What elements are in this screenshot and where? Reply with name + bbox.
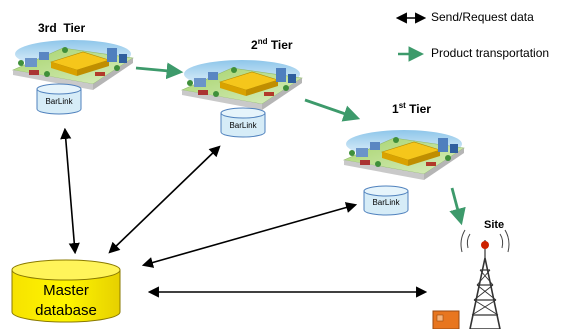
- legend: [395, 12, 427, 62]
- master-database-line1: Master: [43, 282, 89, 299]
- barlink-label-tier3: BarLink: [45, 97, 73, 106]
- barlink-db-tier1: [363, 185, 409, 216]
- first-tier-factory: [343, 129, 465, 181]
- product-transport-arrows: [135, 62, 466, 226]
- barlink-db-tier3: [36, 83, 82, 115]
- data-arrows: [60, 127, 428, 298]
- legend-product-transport-label: Product transportation: [431, 46, 550, 60]
- transport-arrow-tier3-to-tier2: [135, 62, 184, 80]
- first-tier-number: 1: [392, 102, 399, 116]
- barlink-label-tier2: BarLink: [229, 121, 257, 130]
- legend-send-request-label: Send/Request data: [431, 10, 534, 24]
- first-tier-word: Tier: [409, 102, 431, 116]
- transport-arrow-tier2-to-tier1: [304, 98, 361, 122]
- second-tier-suffix: nd: [257, 37, 268, 46]
- barlink-label-tier1: BarLink: [372, 198, 400, 207]
- second-tier-word: Tier: [270, 38, 293, 52]
- second-tier-title: 2nd Tier: [251, 37, 293, 52]
- site-building-icon: [432, 310, 460, 329]
- second-tier-factory: [181, 59, 303, 111]
- master-database-cylinder: [11, 259, 121, 323]
- transport-arrow-tier1-to-site: [449, 187, 466, 226]
- data-arrow-master-tier2: [108, 145, 221, 254]
- third-tier-title: 3rd Tier: [38, 20, 85, 35]
- data-arrow-master-tier1: [141, 202, 358, 268]
- third-tier-factory: [12, 39, 134, 91]
- barlink-db-tier2: [220, 107, 266, 138]
- first-tier-suffix: st: [398, 101, 406, 110]
- master-database-label: Master database: [11, 281, 121, 321]
- site-tower-icon: [460, 229, 510, 329]
- third-tier-number: 3rd: [38, 21, 57, 35]
- third-tier-word: Tier: [63, 21, 86, 35]
- first-tier-title: 1st Tier: [392, 101, 431, 116]
- site-label: Site: [484, 219, 505, 231]
- data-arrow-master-tier3: [60, 127, 80, 255]
- second-tier-number: 2: [251, 38, 258, 52]
- master-database-line2: database: [35, 302, 97, 319]
